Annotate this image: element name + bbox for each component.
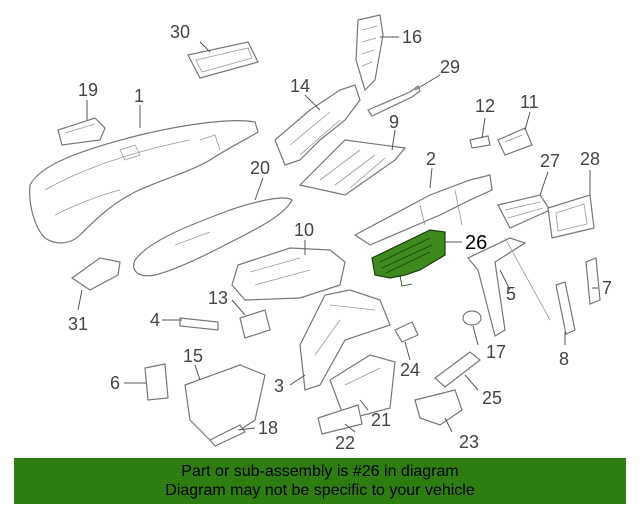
- callout-15: 15: [183, 346, 203, 366]
- part-4-clip[interactable]: [179, 317, 219, 331]
- parts-diagram: 1 2 3 4 5 6 7 8 9 10 11 12 13 14 15 16 1…: [29, 14, 612, 453]
- banner-line-1: Part or sub-assembly is #26 in diagram: [181, 463, 459, 480]
- callout-13: 13: [208, 288, 228, 308]
- callout-29: 29: [440, 57, 460, 77]
- part-8-bracket[interactable]: [555, 281, 576, 335]
- callout-24: 24: [400, 360, 420, 380]
- callout-8: 8: [559, 349, 569, 369]
- part-7-bracket[interactable]: [585, 257, 601, 305]
- part-5-support[interactable]: [467, 237, 551, 337]
- part-30-display[interactable]: [187, 41, 259, 79]
- callout-31: 31: [68, 314, 88, 334]
- part-13-bracket[interactable]: [239, 309, 271, 339]
- callout-18: 18: [258, 418, 278, 438]
- part-1-instrument-panel[interactable]: [29, 120, 259, 244]
- callout-7: 7: [602, 278, 612, 298]
- part-29-trim-strip[interactable]: [367, 85, 421, 117]
- part-12-plug[interactable]: [469, 135, 491, 149]
- callout-20: 20: [250, 158, 270, 178]
- part-9-panel[interactable]: [298, 139, 407, 196]
- part-2-cross-member[interactable]: [353, 174, 493, 246]
- callout-26: 26: [465, 232, 487, 254]
- callout-17: 17: [486, 342, 506, 362]
- part-31-bracket[interactable]: [70, 257, 121, 291]
- callout-4: 4: [150, 310, 160, 330]
- part-25-panel[interactable]: [434, 351, 481, 388]
- callout-16: 16: [402, 27, 422, 47]
- part-10-console-base[interactable]: [231, 247, 346, 301]
- part-17-ring[interactable]: [462, 310, 482, 326]
- callout-27: 27: [540, 151, 560, 171]
- part-27-vent[interactable]: [497, 194, 551, 229]
- part-22-mat[interactable]: [317, 404, 363, 435]
- callout-10: 10: [294, 220, 314, 240]
- callout-22: 22: [335, 433, 355, 453]
- part-28-vent-trim[interactable]: [547, 194, 595, 239]
- callout-14: 14: [290, 76, 310, 96]
- part-14-bracket[interactable]: [274, 84, 361, 166]
- part-11-clip[interactable]: [497, 127, 533, 156]
- callout-25: 25: [482, 388, 502, 408]
- part-20-trim-panel[interactable]: [133, 197, 293, 277]
- callout-19: 19: [78, 80, 98, 100]
- callout-21: 21: [371, 410, 391, 430]
- part-3-console-frame[interactable]: [299, 289, 391, 391]
- callout-12: 12: [475, 96, 495, 116]
- leader-lines: [77, 36, 598, 433]
- callout-23: 23: [459, 432, 479, 452]
- part-16-vent-panel[interactable]: [355, 14, 384, 92]
- part-19-cover[interactable]: [57, 117, 106, 146]
- callout-9: 9: [389, 112, 399, 132]
- part-21-storage-box[interactable]: [329, 354, 396, 421]
- part-6-clip[interactable]: [144, 363, 169, 401]
- part-26-highlighted-assembly[interactable]: [371, 229, 446, 287]
- callout-3: 3: [274, 376, 284, 396]
- part-24-switch[interactable]: [394, 321, 419, 343]
- callout-1: 1: [134, 86, 144, 106]
- callout-5: 5: [506, 284, 516, 304]
- part-15-bracket[interactable]: [184, 364, 266, 441]
- callout-30: 30: [170, 22, 190, 42]
- callout-labels: 1 2 3 4 5 6 7 8 9 10 11 12 13 14 15 16 1…: [68, 22, 612, 453]
- callout-11: 11: [520, 92, 539, 112]
- callout-6: 6: [110, 373, 120, 393]
- callout-2: 2: [426, 149, 436, 169]
- info-banner: Part or sub-assembly is #26 in diagram D…: [14, 458, 626, 504]
- banner-line-2: Diagram may not be specific to your vehi…: [165, 482, 475, 499]
- part-18-strip[interactable]: [209, 424, 246, 447]
- callout-28: 28: [580, 149, 600, 169]
- part-23-tray[interactable]: [414, 389, 463, 426]
